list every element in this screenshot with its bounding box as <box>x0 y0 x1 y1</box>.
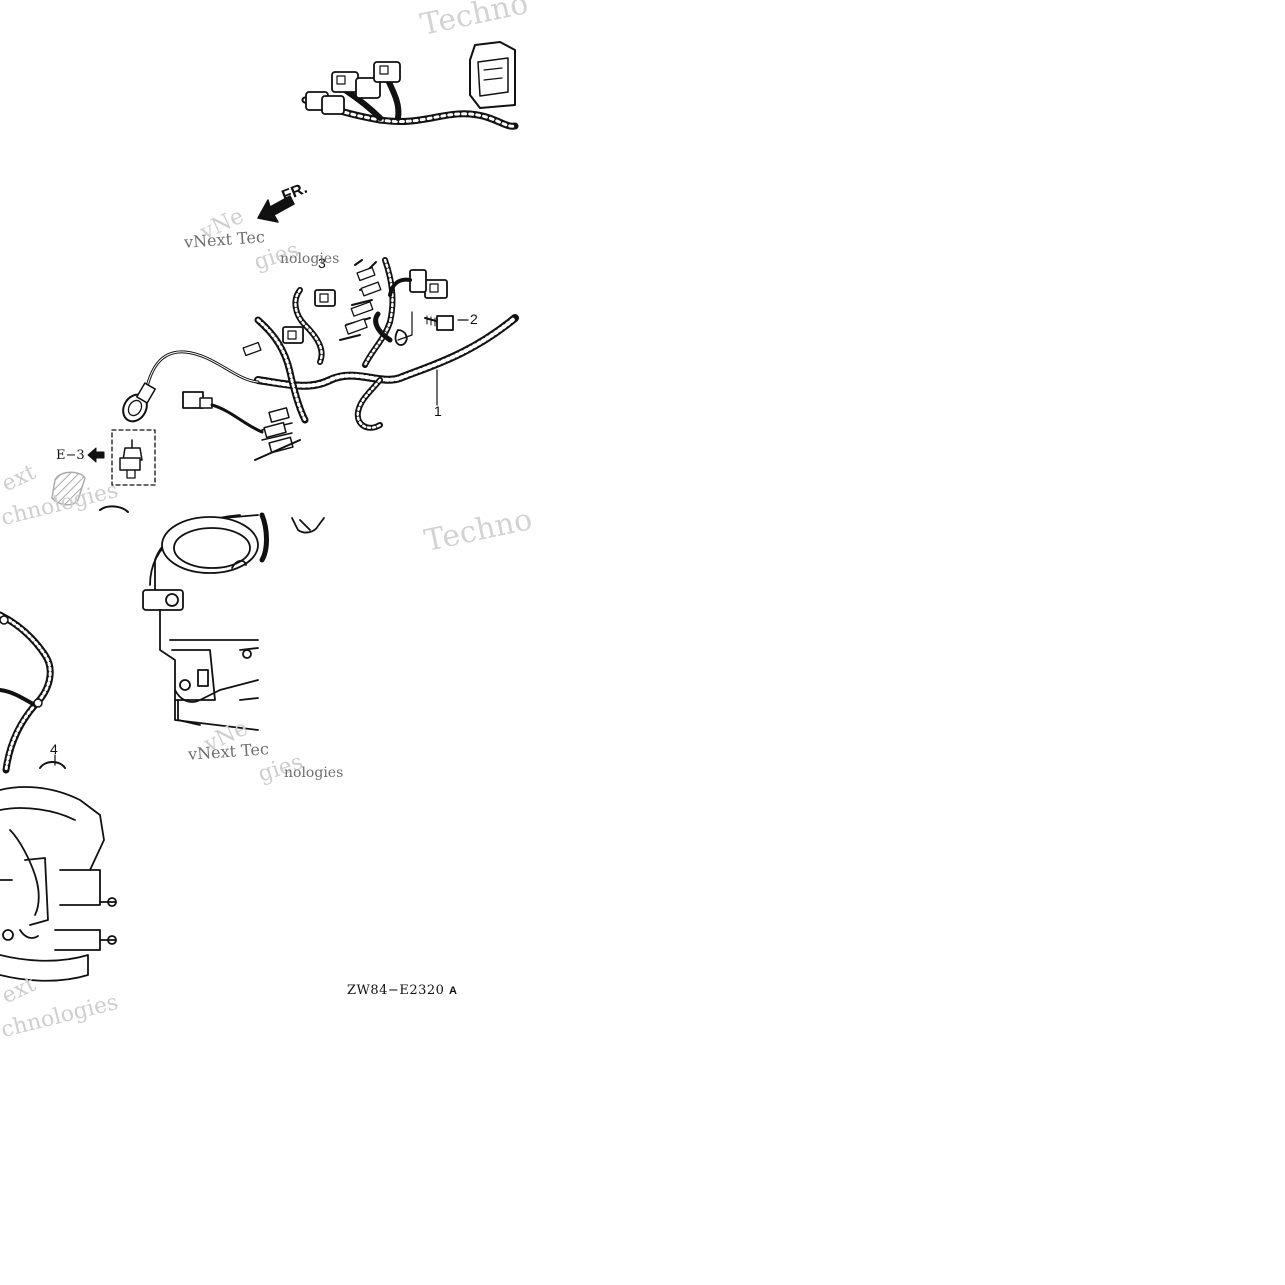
front-arrow <box>257 195 295 223</box>
callout-part-2: 2 <box>470 311 478 327</box>
drawing-revision: A <box>449 985 458 997</box>
watermark-nologies-1: nologies <box>280 251 340 267</box>
watermark-nologies-2: nologies <box>284 765 344 781</box>
engine-right <box>142 512 325 731</box>
callout-part-1: 1 <box>434 403 442 419</box>
lower-left-harness <box>0 611 66 774</box>
engine-left <box>0 786 117 982</box>
top-harness <box>301 41 519 130</box>
main-harness <box>51 257 519 513</box>
callout-part-4: 4 <box>50 741 58 757</box>
reference-label: E−3 <box>56 448 85 463</box>
drawing-code: ZW84−E2320 A <box>347 983 458 998</box>
callout-part-3: 3 <box>318 255 326 271</box>
drawing-code-number: ZW84−E2320 <box>347 983 445 998</box>
